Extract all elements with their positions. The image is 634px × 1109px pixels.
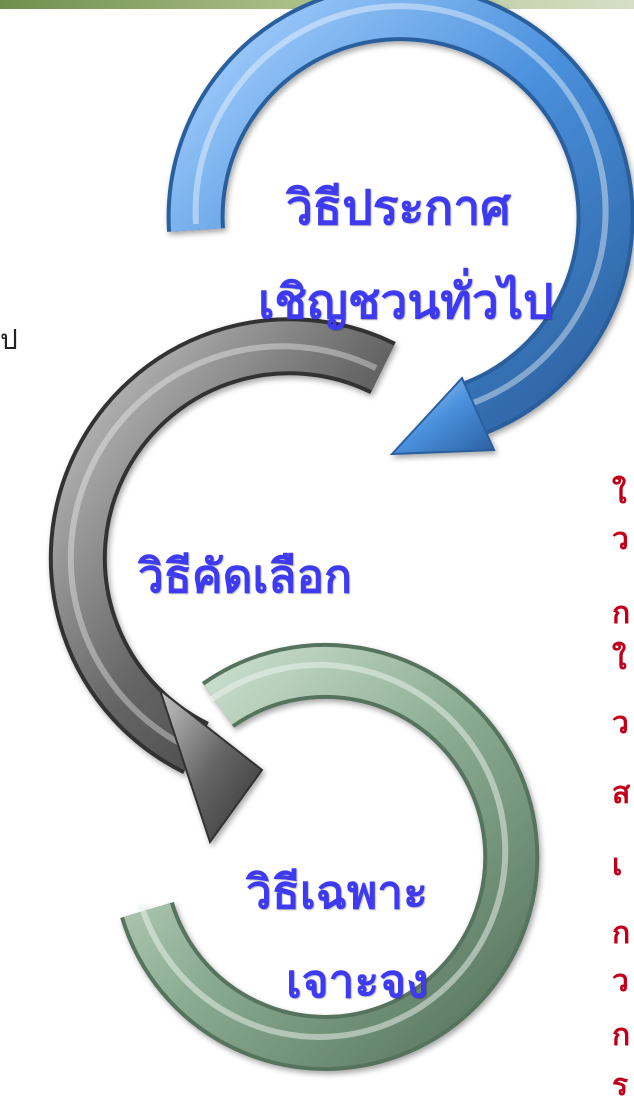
stage-label-selection-line1: วิธีคัดเลือก (138, 549, 352, 603)
right-edge-text-fragment: ว (612, 706, 629, 741)
right-edge-text-fragment: ใ (612, 476, 627, 511)
right-edge-text-fragment: ก (612, 596, 631, 631)
right-edge-text-fragment: ว (612, 964, 629, 999)
right-edge-text-fragment: เ (612, 848, 623, 883)
right-edge-text-fragment: ก (612, 1018, 631, 1053)
stage-label-specific-line1: วิธีเฉพาะ (246, 865, 428, 919)
right-edge-text-fragment: ใ (612, 642, 627, 677)
right-edge-text-fragment: ก (612, 916, 631, 951)
right-edge-text-fragment: ส (612, 776, 631, 811)
gray-arc-arrow (48, 317, 396, 845)
left-edge-text-fragment: ป (0, 323, 18, 356)
right-edge-text-fragment: ร (612, 1068, 629, 1103)
right-edge-text-fragment: ว (612, 522, 629, 557)
stage-label-general-announcement-line2: เชิญชวนทั่วไป (258, 274, 554, 330)
stage-label-general-announcement-line1: วิธีประกาศ (286, 180, 511, 236)
blue-arc-arrow (166, 0, 634, 456)
stage-label-specific-line2: เจาะจง (286, 954, 429, 1008)
green-arc-arrow (120, 642, 540, 1071)
